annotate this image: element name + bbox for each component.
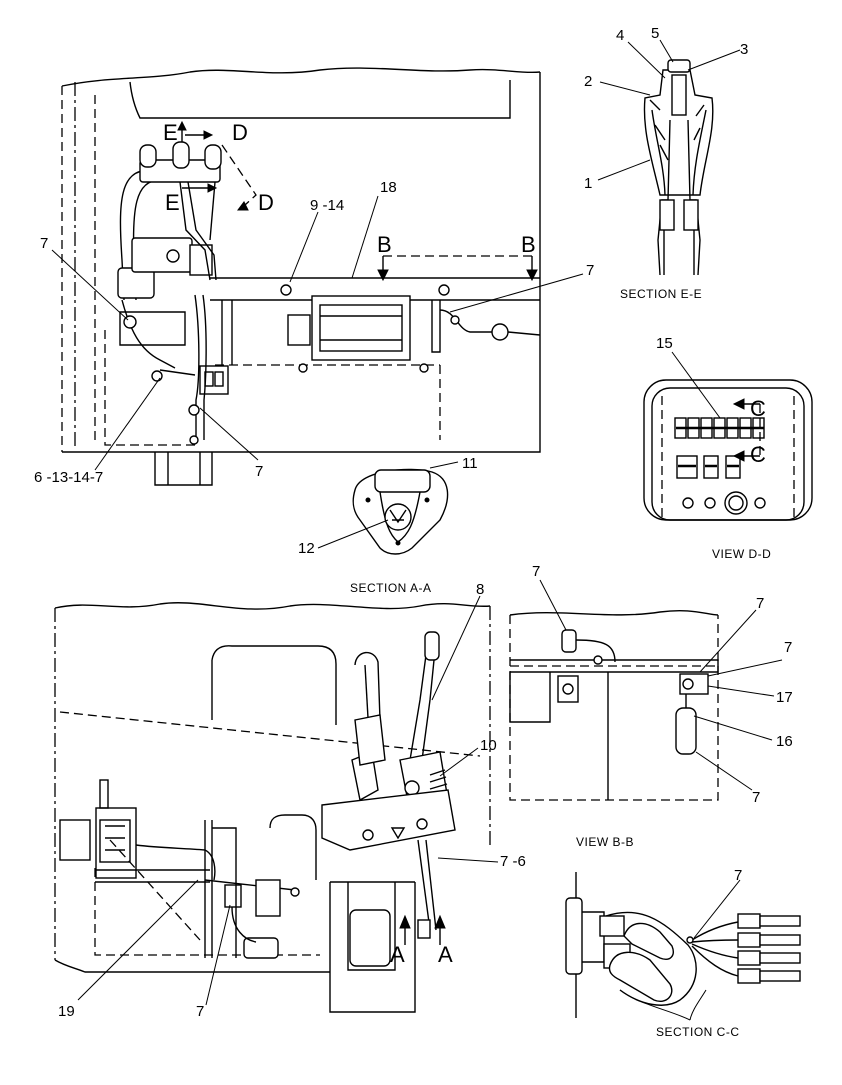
callout-7: 7 (756, 595, 764, 612)
section-a-a-caption: SECTION A-A (350, 581, 432, 595)
callout-1: 1 (584, 175, 592, 192)
top-view: 7 9 -14 18 7 6 -13-14-7 7 E E D D B B (34, 67, 594, 486)
section-letter-c: C (750, 442, 766, 467)
view-b-b: 7 7 7 17 16 7 VIEW B-B (509, 563, 793, 849)
callout-11: 11 (462, 455, 478, 472)
section-letter-c: C (750, 396, 766, 421)
section-c-c-caption: SECTION C-C (656, 1025, 740, 1039)
section-letter-d: D (258, 190, 274, 215)
callout-16: 16 (776, 733, 793, 750)
view-d-d-caption: VIEW D-D (712, 547, 771, 561)
callout-4: 4 (616, 27, 624, 44)
section-c-c: 7 SECTION C-C (565, 867, 801, 1039)
view-d-d: 15 C C VIEW D-D (643, 335, 813, 561)
callout-7: 7 (784, 639, 792, 656)
callout-3: 3 (740, 41, 748, 58)
callout-18: 18 (380, 179, 397, 196)
section-letter-e: E (165, 190, 180, 215)
callout-7-right: 7 (586, 262, 594, 279)
section-e-e-caption: SECTION E-E (620, 287, 702, 301)
callout-7-bottom: 7 (255, 463, 263, 480)
callout-7-left: 7 (40, 235, 48, 252)
fuse-row-bottom (676, 455, 741, 479)
callout-2: 2 (584, 73, 592, 90)
bottom-view: 8 10 7 -6 19 7 A A (54, 581, 526, 1020)
callout-7-bottom: 7 (196, 1003, 204, 1020)
callout-10: 10 (480, 737, 497, 754)
callout-7: 7 (532, 563, 540, 580)
section-letter-d: D (232, 120, 248, 145)
callout-8: 8 (476, 581, 484, 598)
connector-stack (737, 913, 801, 984)
section-letter-a: A (438, 942, 453, 967)
callout-6-13-14-7: 6 -13-14-7 (34, 469, 103, 486)
section-letter-e: E (163, 120, 178, 145)
section-letter-a: A (390, 942, 405, 967)
section-e-e: 1 2 3 4 5 SECTION E-E (584, 25, 748, 301)
callout-5: 5 (651, 25, 659, 42)
section-a-a: 11 12 SECTION A-A (298, 455, 478, 595)
section-letter-b: B (377, 232, 392, 257)
callout-12: 12 (298, 540, 315, 557)
callout-17: 17 (776, 689, 793, 706)
callout-7: 7 (734, 867, 742, 884)
callout-15: 15 (656, 335, 673, 352)
callout-19: 19 (58, 1003, 75, 1020)
callout-9-14: 9 -14 (310, 197, 344, 214)
fuse-row-top (674, 417, 765, 439)
callout-7: 7 (752, 789, 760, 806)
callout-7-6: 7 -6 (500, 853, 526, 870)
view-b-b-caption: VIEW B-B (576, 835, 634, 849)
section-letter-b: B (521, 232, 536, 257)
